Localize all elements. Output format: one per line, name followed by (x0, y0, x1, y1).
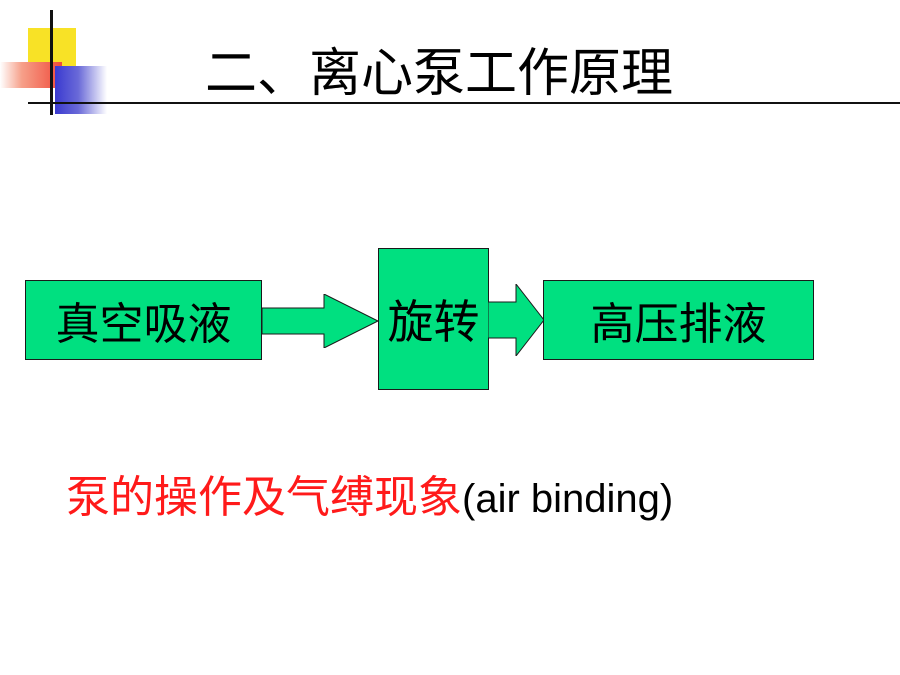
flow-box-high-pressure-discharge: 高压排液 (543, 280, 814, 360)
flow-box-label: 高压排液 (590, 299, 767, 350)
flow-arrow-right-icon (488, 284, 545, 356)
decor-vertical-line (50, 10, 53, 115)
slide-title: 二、离心泵工作原理 (205, 44, 674, 104)
flow-box-vacuum-suction: 真空吸液 (25, 280, 262, 360)
title-underline (28, 102, 900, 104)
flow-box-label: 旋转 (387, 295, 480, 349)
flow-box-rotation: 旋转 (378, 248, 489, 390)
flow-arrow-right-icon (262, 294, 380, 348)
air-binding-note: 泵的操作及气缚现象(air binding) (66, 468, 673, 537)
note-english-text: (air binding) (462, 477, 674, 521)
decor-blue-square (55, 66, 107, 114)
note-chinese-text: 泵的操作及气缚现象 (66, 472, 462, 523)
flow-box-label: 真空吸液 (55, 299, 232, 350)
